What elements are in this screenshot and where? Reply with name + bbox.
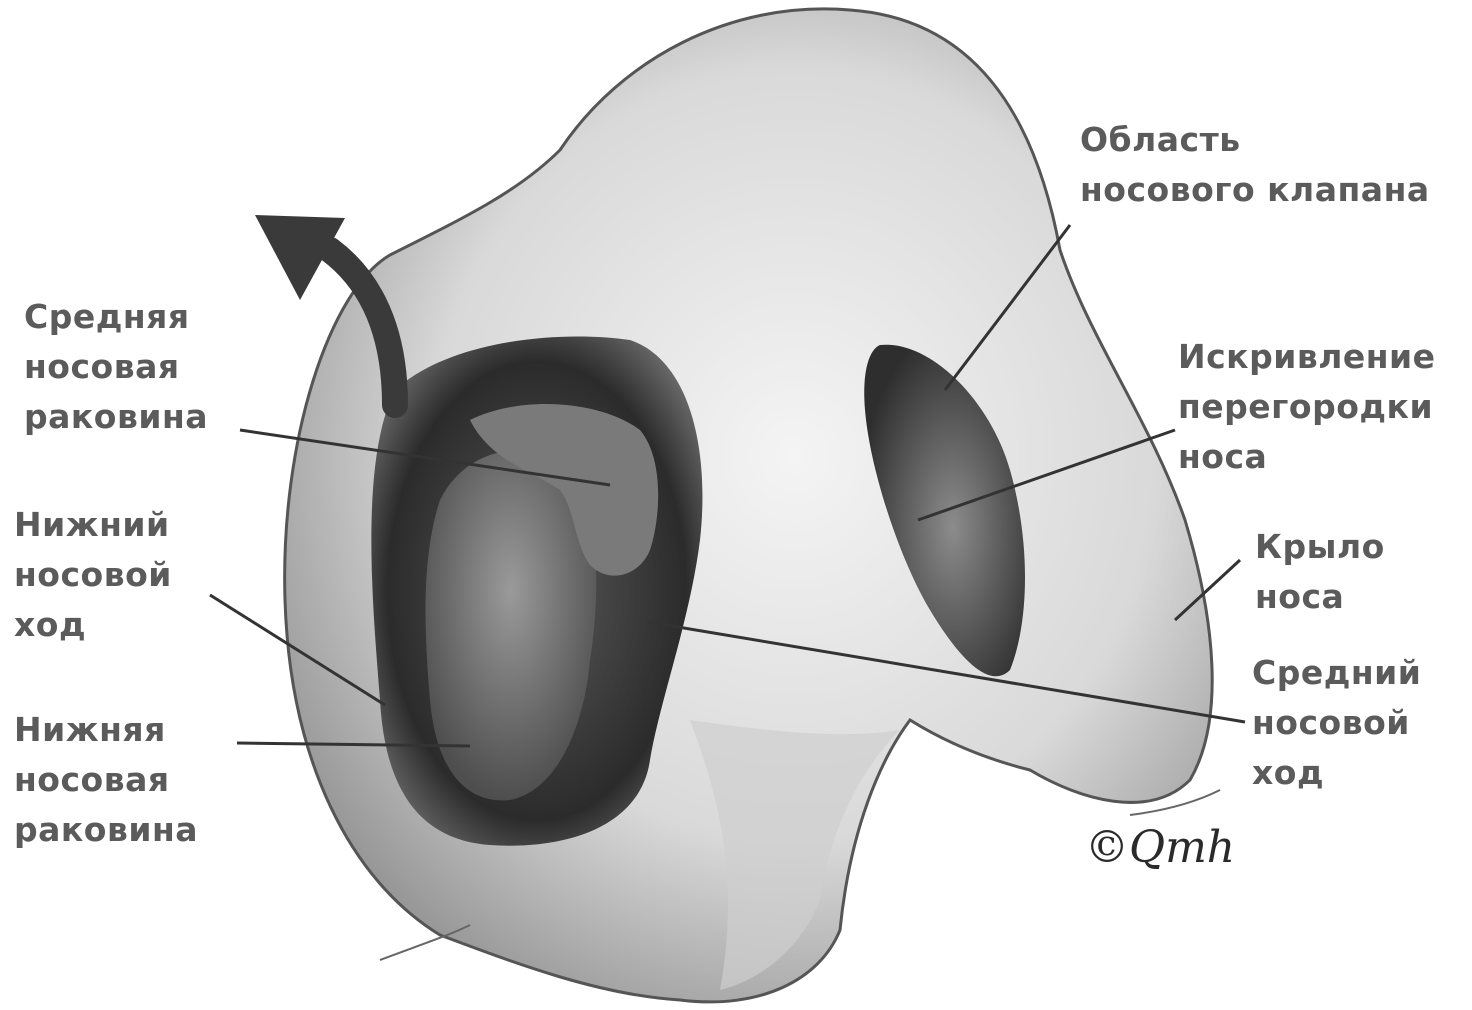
label-line: носовая — [14, 755, 198, 805]
label-line: ход — [1252, 748, 1421, 798]
label-line: Крыло — [1255, 522, 1385, 572]
label-nasal-wing: Крыло носа — [1255, 522, 1385, 622]
label-line: раковина — [14, 805, 198, 855]
label-line: Средний — [1252, 648, 1421, 698]
label-line: носа — [1178, 432, 1436, 482]
label-line: носовой — [1252, 698, 1421, 748]
label-line: носовая — [24, 342, 208, 392]
label-line: перегородки — [1178, 382, 1436, 432]
label-line: Область — [1080, 115, 1430, 165]
label-line: ход — [14, 600, 172, 650]
label-line: носового клапана — [1080, 165, 1430, 215]
label-line: Нижняя — [14, 705, 198, 755]
label-line: Нижний — [14, 500, 172, 550]
label-line: Искривление — [1178, 332, 1436, 382]
label-septum-deviation: Искривление перегородки носа — [1178, 332, 1436, 482]
label-line: носовой — [14, 550, 172, 600]
label-nasal-valve: Область носового клапана — [1080, 115, 1430, 215]
label-line: Средняя — [24, 292, 208, 342]
label-middle-turbinate: Средняя носовая раковина — [24, 292, 208, 442]
label-inferior-meatus: Нижний носовой ход — [14, 500, 172, 650]
label-middle-meatus: Средний носовой ход — [1252, 648, 1421, 798]
artist-signature: ©Qmh — [1085, 822, 1235, 873]
label-inferior-turbinate: Нижняя носовая раковина — [14, 705, 198, 855]
label-line: раковина — [24, 392, 208, 442]
label-line: носа — [1255, 572, 1385, 622]
